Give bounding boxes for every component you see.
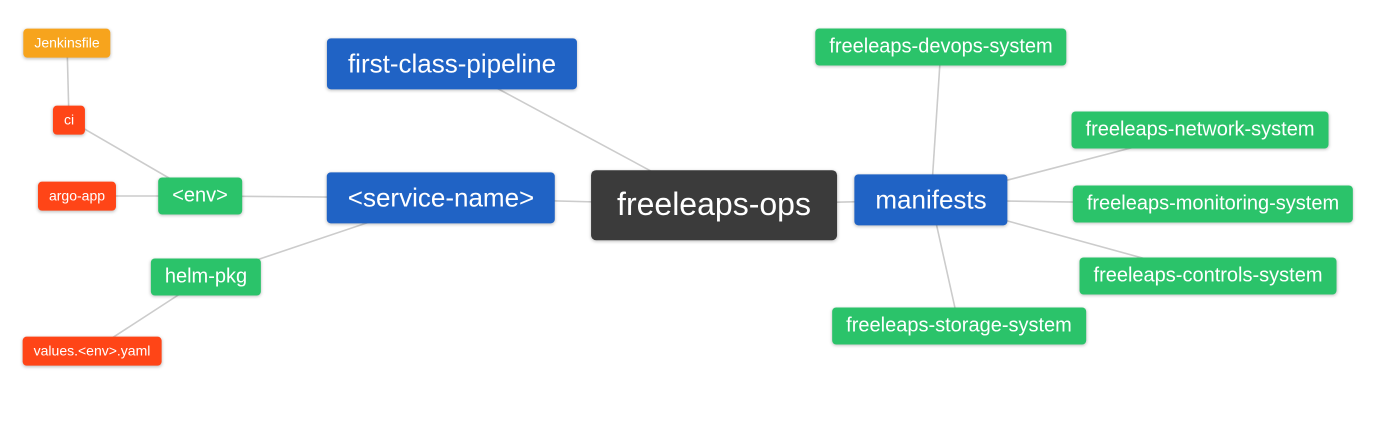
node-freeleaps-ops[interactable]: freeleaps-ops [591,170,837,240]
node-devops-system[interactable]: freeleaps-devops-system [815,28,1067,66]
node-network-system[interactable]: freeleaps-network-system [1071,111,1329,149]
node-first-class-pipeline[interactable]: first-class-pipeline [326,38,578,90]
node-values-env-yaml[interactable]: values.<env>.yaml [22,336,162,366]
node-env[interactable]: <env> [158,177,242,215]
node-storage-system[interactable]: freeleaps-storage-system [832,307,1086,345]
node-monitoring-system[interactable]: freeleaps-monitoring-system [1072,185,1354,223]
node-jenkinsfile[interactable]: Jenkinsfile [23,28,111,58]
node-manifests[interactable]: manifests [854,174,1008,226]
node-service-name[interactable]: <service-name> [326,172,556,224]
node-ci[interactable]: ci [52,105,86,135]
node-helm-pkg[interactable]: helm-pkg [150,258,262,296]
node-argo-app[interactable]: argo-app [37,181,117,211]
node-controls-system[interactable]: freeleaps-controls-system [1079,257,1337,295]
